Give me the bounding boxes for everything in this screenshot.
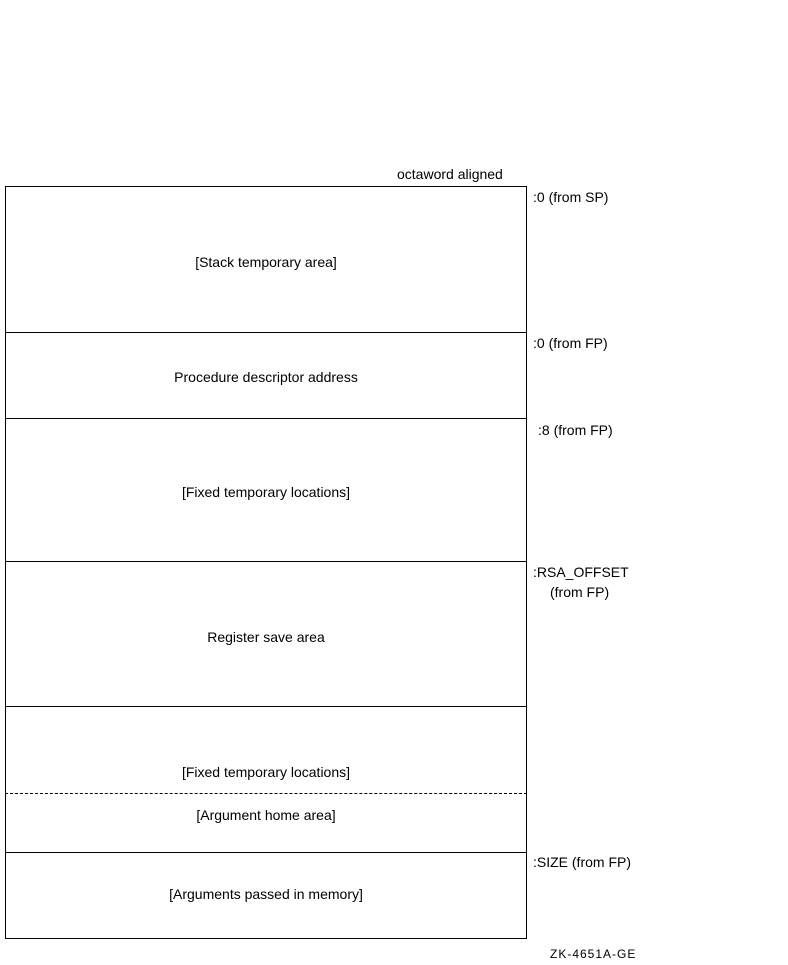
offset-rsa-from-fp: (from FP) [550,584,610,600]
offset-size: :SIZE (from FP) [533,854,631,870]
divider-rsa [5,561,527,562]
dashed-divider-arg-home [5,793,527,794]
divider-fp8 [5,418,527,419]
offset-fp8: :8 (from FP) [538,422,613,438]
divider-fp0 [5,332,527,333]
octaword-aligned-note: octaword aligned [397,166,503,182]
offset-fp0: :0 (from FP) [533,335,608,351]
region-fixed-temporary-locations-2: [Fixed temporary locations] [181,764,351,780]
region-stack-temporary-area: [Stack temporary area] [195,254,337,270]
offset-rsa-label: :RSA_OFFSET [533,564,629,580]
divider-after-rsa [5,706,527,707]
region-fixed-temporary-locations: [Fixed temporary locations] [181,484,351,500]
figure-id: ZK-4651A-GE [550,947,637,961]
region-arguments-passed-in-memory: [Arguments passed in memory] [169,886,363,902]
region-procedure-descriptor-address: Procedure descriptor address [174,369,358,385]
divider-size [5,852,527,853]
offset-sp0: :0 (from SP) [533,189,609,205]
stack-frame-diagram [5,186,527,939]
region-argument-home-area: [Argument home area] [196,807,336,823]
region-register-save-area: Register save area [207,629,325,645]
